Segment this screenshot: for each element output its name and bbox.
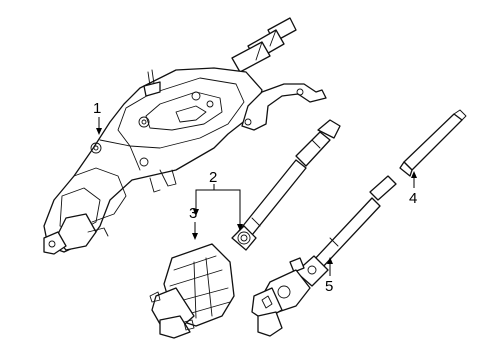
intermediate-shaft-lower <box>251 175 397 337</box>
small-shaft <box>399 109 467 177</box>
steering-column-housing <box>43 17 327 255</box>
intermediate-shaft-upper <box>231 119 341 251</box>
callout-4: 4 <box>409 190 417 207</box>
boot-seal <box>149 243 235 339</box>
callout-2: 2 <box>209 169 217 186</box>
callout-leaders <box>96 117 417 276</box>
callout-3: 3 <box>189 205 197 222</box>
callout-1: 1 <box>93 100 101 117</box>
callout-5: 5 <box>325 278 333 295</box>
